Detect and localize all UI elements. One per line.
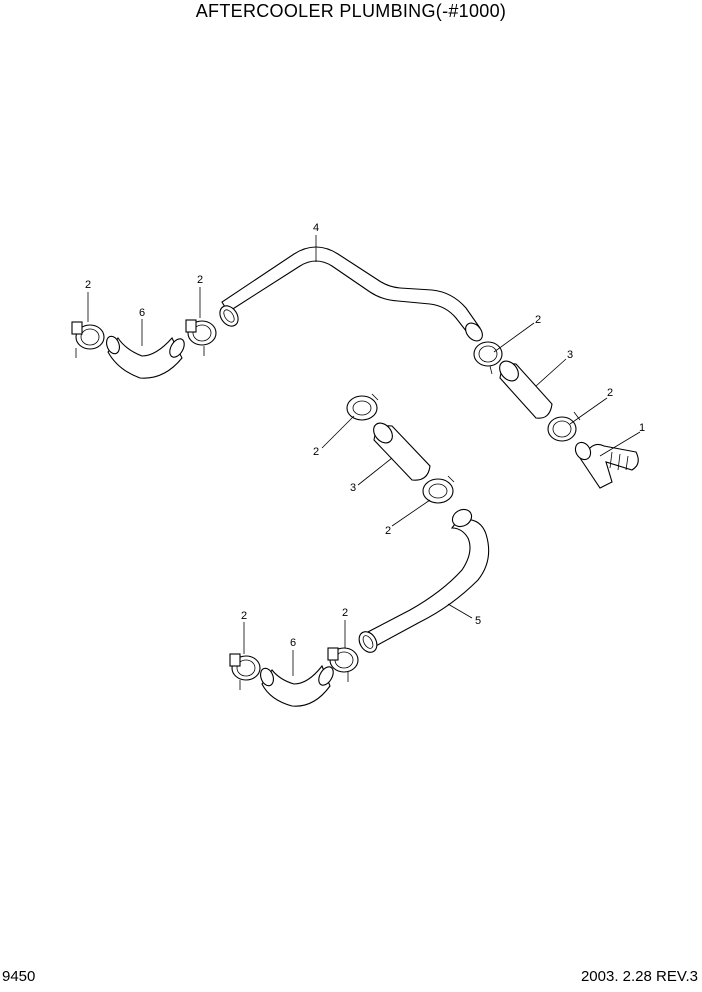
page-number: 9450 [2, 968, 36, 985]
pipe-part-4 [219, 246, 483, 342]
leader-lines [87, 235, 641, 676]
callout-2: 2 [385, 525, 391, 537]
callout-2: 2 [85, 279, 91, 291]
fitting-part-1 [574, 441, 639, 489]
callout-labels: 4 2 2 6 2 3 2 1 2 3 2 5 2 2 6 [85, 222, 645, 649]
clamp-part-2-upper-left [71, 321, 105, 358]
callout-2: 2 [241, 610, 247, 622]
sleeve-part-3-right [499, 360, 553, 419]
clamp-part-2-middle-lower [422, 475, 455, 504]
callout-2: 2 [342, 607, 348, 619]
callout-3: 3 [567, 349, 573, 361]
pipe-part-5 [358, 508, 490, 653]
clamp-part-2-lower-left [229, 653, 261, 690]
callout-6: 6 [290, 637, 296, 649]
sleeve-part-3-middle [373, 422, 431, 481]
revision-date: 2003. 2.28 REV.3 [580, 968, 698, 985]
page-title: AFTERCOOLER PLUMBING(-#1000) [195, 1, 507, 21]
callout-5: 5 [475, 615, 481, 627]
clamp-part-2-right-upper [473, 341, 503, 375]
elbow-hose-part-6-upper [106, 335, 185, 379]
callout-1: 1 [639, 422, 645, 434]
callout-2: 2 [313, 446, 319, 458]
clamp-part-2-upper-mid [185, 319, 217, 356]
clamp-part-2-right-lower [547, 411, 581, 442]
callout-3: 3 [350, 482, 356, 494]
clamp-part-2-middle-upper [346, 393, 379, 421]
callout-2: 2 [607, 387, 613, 399]
callout-4: 4 [313, 222, 319, 234]
elbow-hose-part-6-lower [260, 664, 334, 707]
callout-2: 2 [535, 314, 541, 326]
clamp-part-2-lower-right [327, 647, 359, 682]
callout-2: 2 [197, 274, 203, 286]
callout-6: 6 [139, 307, 145, 319]
